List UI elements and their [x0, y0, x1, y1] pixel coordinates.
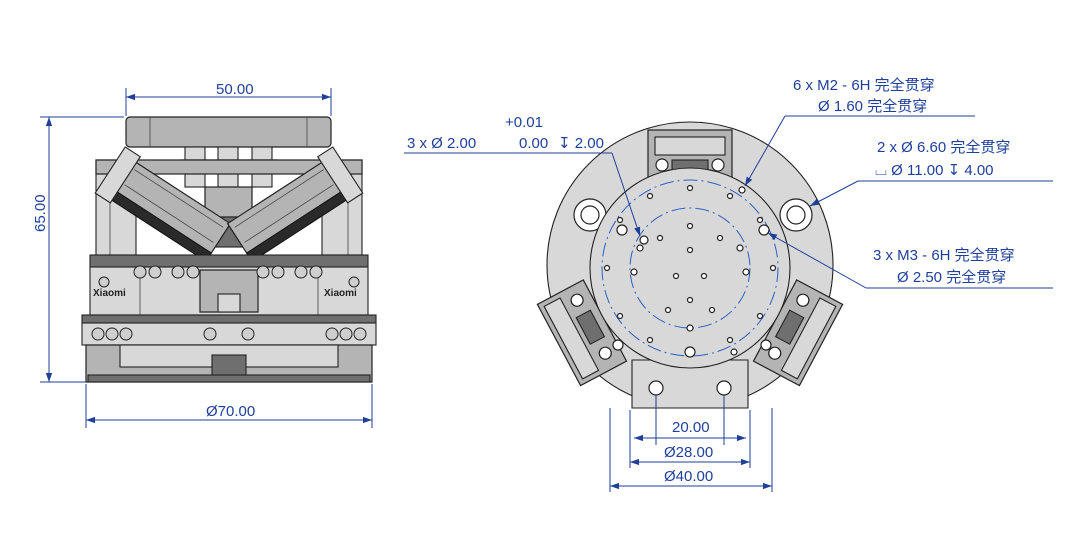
- callout-m2-line2: Ø 1.60 完全贯穿: [818, 97, 927, 115]
- top-view-dimensions: 20.00 Ø28.00 Ø40.00: [609, 395, 773, 492]
- callout-pin-depth: ↧ 2.00: [558, 135, 604, 152]
- callout-cbore-line2: ⌴ Ø 11.00 ↧ 4.00: [875, 162, 994, 179]
- callout-m2-line1: 6 x M2 - 6H 完全贯穿: [793, 76, 935, 94]
- brand-label-left: Xiaomi: [93, 288, 126, 299]
- finger-module-right: [752, 279, 844, 387]
- callout-m3-line2: Ø 2.50 完全贯穿: [897, 268, 1006, 286]
- callout-m2-holes: 6 x M2 - 6H 完全贯穿 Ø 1.60 完全贯穿: [744, 76, 975, 187]
- screw-row-upper: [98, 265, 360, 288]
- callout-m3-holes: 3 x M3 - 6H 完全贯穿 Ø 2.50 完全贯穿: [767, 232, 1053, 289]
- dim-28: Ø28.00: [664, 444, 713, 461]
- dim-height: 65.00: [32, 194, 49, 232]
- interface-disc: [589, 167, 791, 369]
- callout-pin-main: 3 x Ø 2.00: [407, 135, 476, 152]
- disc-holes: [603, 184, 777, 344]
- dim-40: Ø40.00: [664, 468, 713, 485]
- callout-pin-holes: +0.01 3 x Ø 2.00 0.00 ↧ 2.00: [404, 114, 641, 237]
- top-plate: [125, 116, 332, 148]
- mid-band: [89, 254, 369, 268]
- callout-cbore-line1: 2 x Ø 6.60 完全贯穿: [877, 138, 1010, 156]
- front-view-dimensions: 50.00 65.00 Ø70.00: [32, 81, 373, 428]
- dim-20: 20.00: [672, 419, 710, 436]
- callout-m3-line1: 3 x M3 - 6H 完全贯穿: [873, 246, 1015, 264]
- top-view: [536, 121, 844, 409]
- lower-band: [81, 314, 377, 324]
- screw-row-lower: [91, 327, 367, 341]
- callout-cbore-holes: 2 x Ø 6.60 完全贯穿 ⌴ Ø 11.00 ↧ 4.00: [809, 138, 1053, 207]
- bolt-circle-28: [629, 207, 751, 329]
- dim-base-diameter: Ø70.00: [206, 403, 255, 420]
- brand-label-right: Xiaomi: [324, 288, 357, 299]
- finger-module-left: [536, 279, 628, 387]
- front-view: Xiaomi Xiaomi: [81, 116, 377, 383]
- callout-pin-tol-bottom: 0.00: [519, 135, 548, 152]
- callout-pin-tol-top: +0.01: [505, 114, 543, 131]
- m3-holes: [612, 224, 772, 358]
- upper-rail: [95, 159, 363, 175]
- dim-top-width: 50.00: [216, 81, 254, 98]
- right-inclined-finger: [226, 146, 364, 263]
